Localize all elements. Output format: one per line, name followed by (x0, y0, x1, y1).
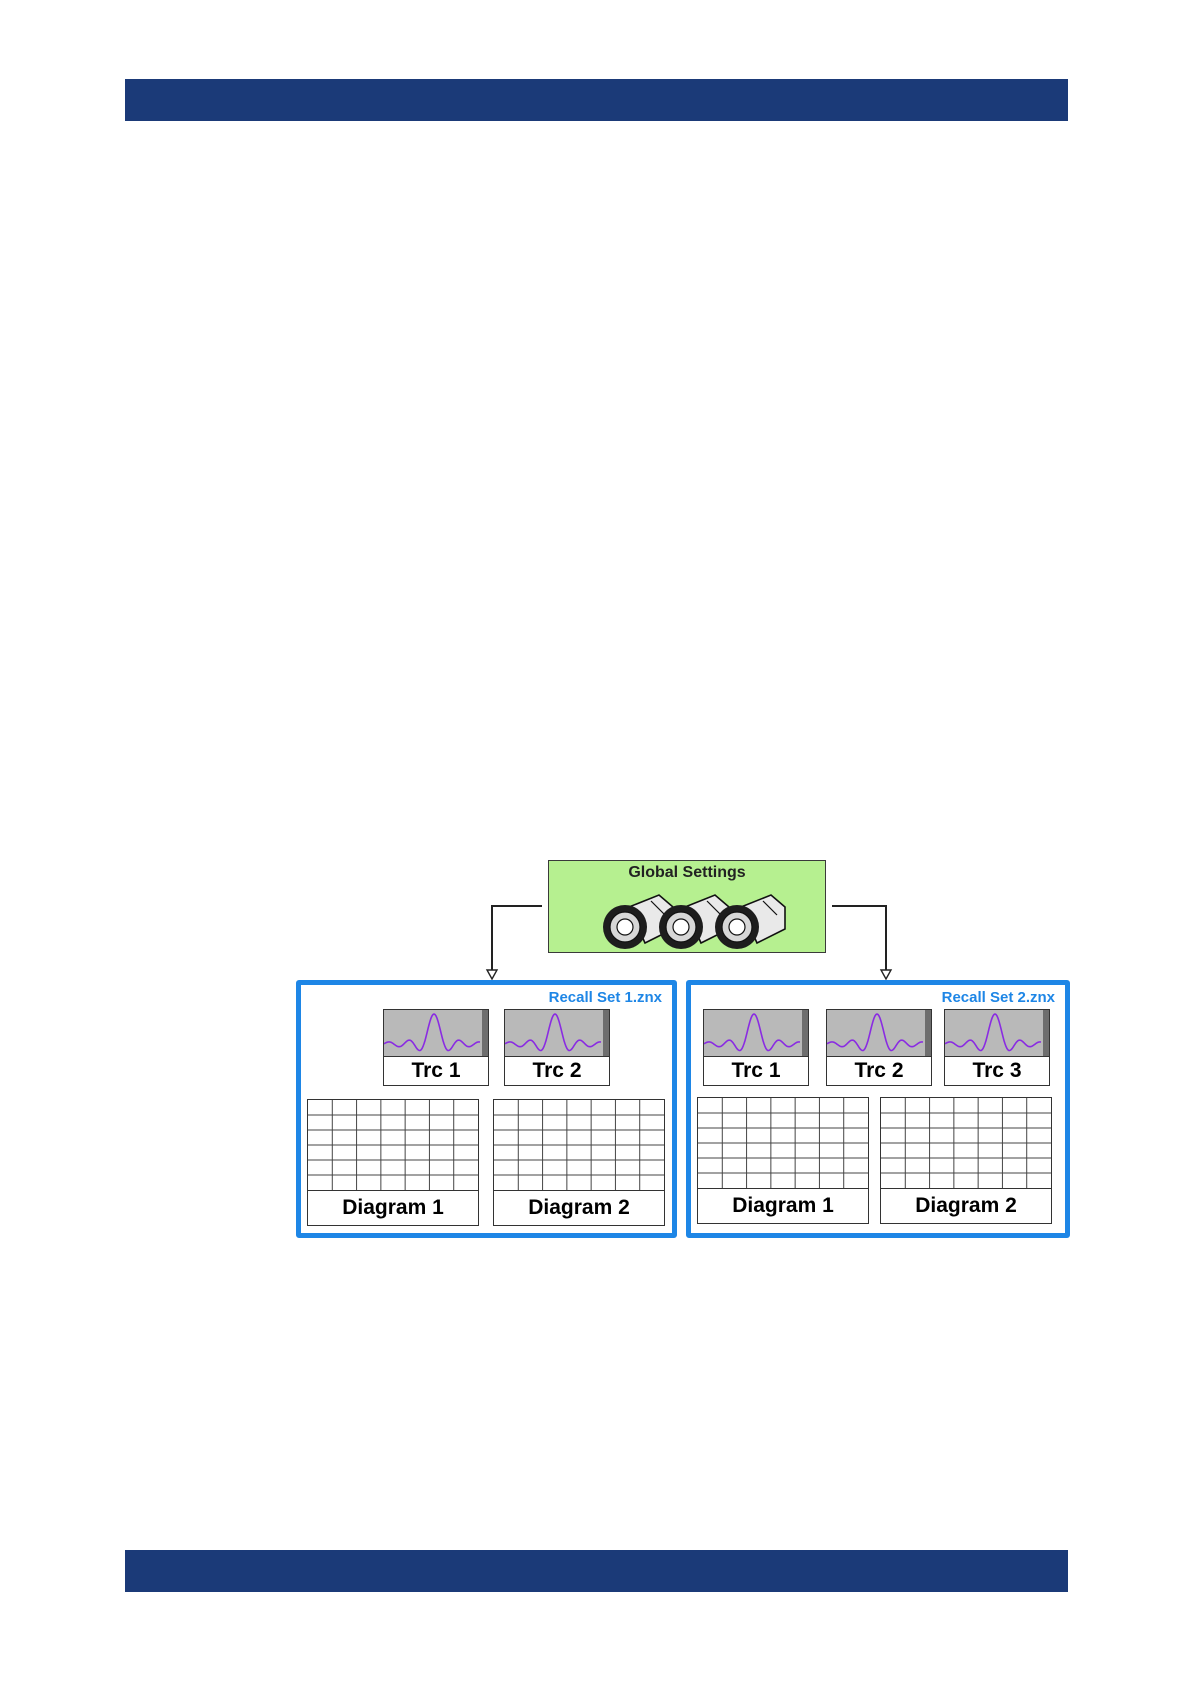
recall-set-2: Recall Set 2.znx Trc 1 Trc 2 Trc 3 Diagr… (686, 980, 1070, 1238)
trace-shade (603, 1010, 609, 1056)
trace-curve (384, 1014, 480, 1051)
recall-set-1: Recall Set 1.znx Trc 1 Trc 2 Diagram 1 D… (296, 980, 677, 1238)
trace-curve (945, 1014, 1041, 1051)
trace-plot (703, 1009, 809, 1057)
trace-label: Trc 2 (826, 1056, 932, 1086)
diagram-1: Diagram 1 (307, 1099, 479, 1227)
trace-2: Trc 2 (504, 1009, 610, 1087)
diagram-label: Diagram 1 (697, 1188, 869, 1224)
diagram-grid (493, 1099, 665, 1191)
trace-label: Trc 3 (944, 1056, 1050, 1086)
trace-curve (505, 1014, 601, 1051)
arrow-left-head (487, 970, 497, 979)
trace-1: Trc 1 (383, 1009, 489, 1087)
trace-label: Trc 1 (703, 1056, 809, 1086)
recall-set-diagram: Global Settings (296, 860, 1070, 1240)
diagram-2: Diagram 2 (493, 1099, 665, 1227)
diagram-grid (697, 1097, 869, 1189)
trace-shade (1043, 1010, 1049, 1056)
trace-curve (704, 1014, 800, 1051)
port-connector-icon (589, 891, 789, 951)
recall-set-1-title: Recall Set 1.znx (549, 989, 662, 1006)
trace-plot (826, 1009, 932, 1057)
trace-shade (802, 1010, 808, 1056)
trace-plot (944, 1009, 1050, 1057)
trace-label: Trc 2 (504, 1056, 610, 1086)
trace-3: Trc 3 (944, 1009, 1050, 1087)
trace-2: Trc 2 (826, 1009, 932, 1087)
trace-curve (827, 1014, 923, 1051)
arrow-right (832, 906, 886, 972)
diagram-label: Diagram 1 (307, 1190, 479, 1226)
diagram-2: Diagram 2 (880, 1097, 1052, 1225)
diagram-grid (880, 1097, 1052, 1189)
global-settings-box: Global Settings (548, 860, 826, 953)
trace-plot (504, 1009, 610, 1057)
arrow-left (492, 906, 542, 972)
global-settings-title: Global Settings (549, 864, 825, 882)
diagram-1: Diagram 1 (697, 1097, 869, 1225)
footer-band (125, 1550, 1068, 1592)
diagram-grid (307, 1099, 479, 1191)
diagram-label: Diagram 2 (493, 1190, 665, 1226)
trace-shade (925, 1010, 931, 1056)
trace-shade (482, 1010, 488, 1056)
arrow-right-head (881, 970, 891, 979)
trace-1: Trc 1 (703, 1009, 809, 1087)
trace-label: Trc 1 (383, 1056, 489, 1086)
header-band (125, 79, 1068, 121)
trace-plot (383, 1009, 489, 1057)
diagram-label: Diagram 2 (880, 1188, 1052, 1224)
recall-set-2-title: Recall Set 2.znx (942, 989, 1055, 1006)
